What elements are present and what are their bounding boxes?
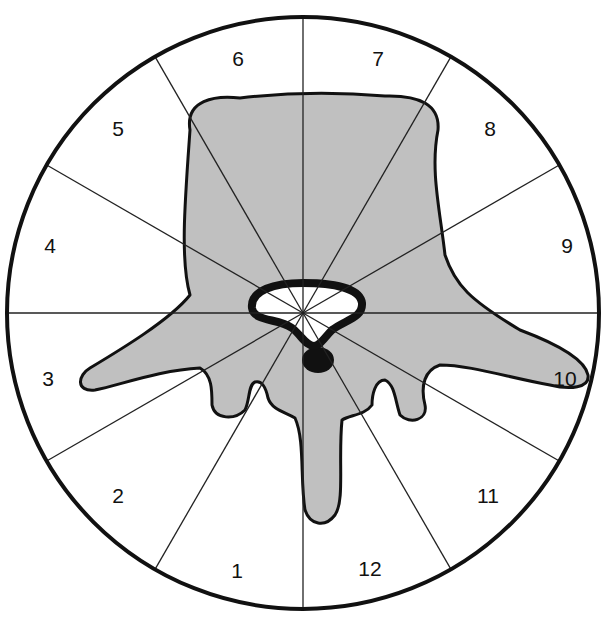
sector-number: 6 xyxy=(232,48,244,69)
sector-line xyxy=(302,17,303,313)
sector-line xyxy=(7,312,303,313)
sector-number: 10 xyxy=(553,368,576,389)
sector-line xyxy=(155,313,303,569)
sector-spokes xyxy=(7,17,599,609)
sector-line xyxy=(155,57,303,313)
sector-line xyxy=(303,313,559,461)
sector-line xyxy=(302,313,303,609)
sector-line xyxy=(47,313,303,461)
sector-number: 4 xyxy=(44,235,56,256)
sector-number: 5 xyxy=(112,118,124,139)
sector-number: 3 xyxy=(42,368,54,389)
lamina-dark xyxy=(302,347,334,373)
sector-line xyxy=(303,165,559,313)
sector-number: 2 xyxy=(112,485,124,506)
sector-line xyxy=(303,313,451,569)
outer-circle xyxy=(7,17,599,609)
sector-line xyxy=(303,312,599,313)
sector-line xyxy=(47,165,303,313)
sector-number: 1 xyxy=(231,560,243,581)
sector-number: 7 xyxy=(372,48,384,69)
sector-number: 11 xyxy=(477,485,499,506)
sector-number: 9 xyxy=(561,235,573,256)
vertebra xyxy=(80,93,588,523)
sector-number: 12 xyxy=(358,558,381,579)
sector-number: 8 xyxy=(484,118,496,139)
sector-line xyxy=(303,57,451,313)
